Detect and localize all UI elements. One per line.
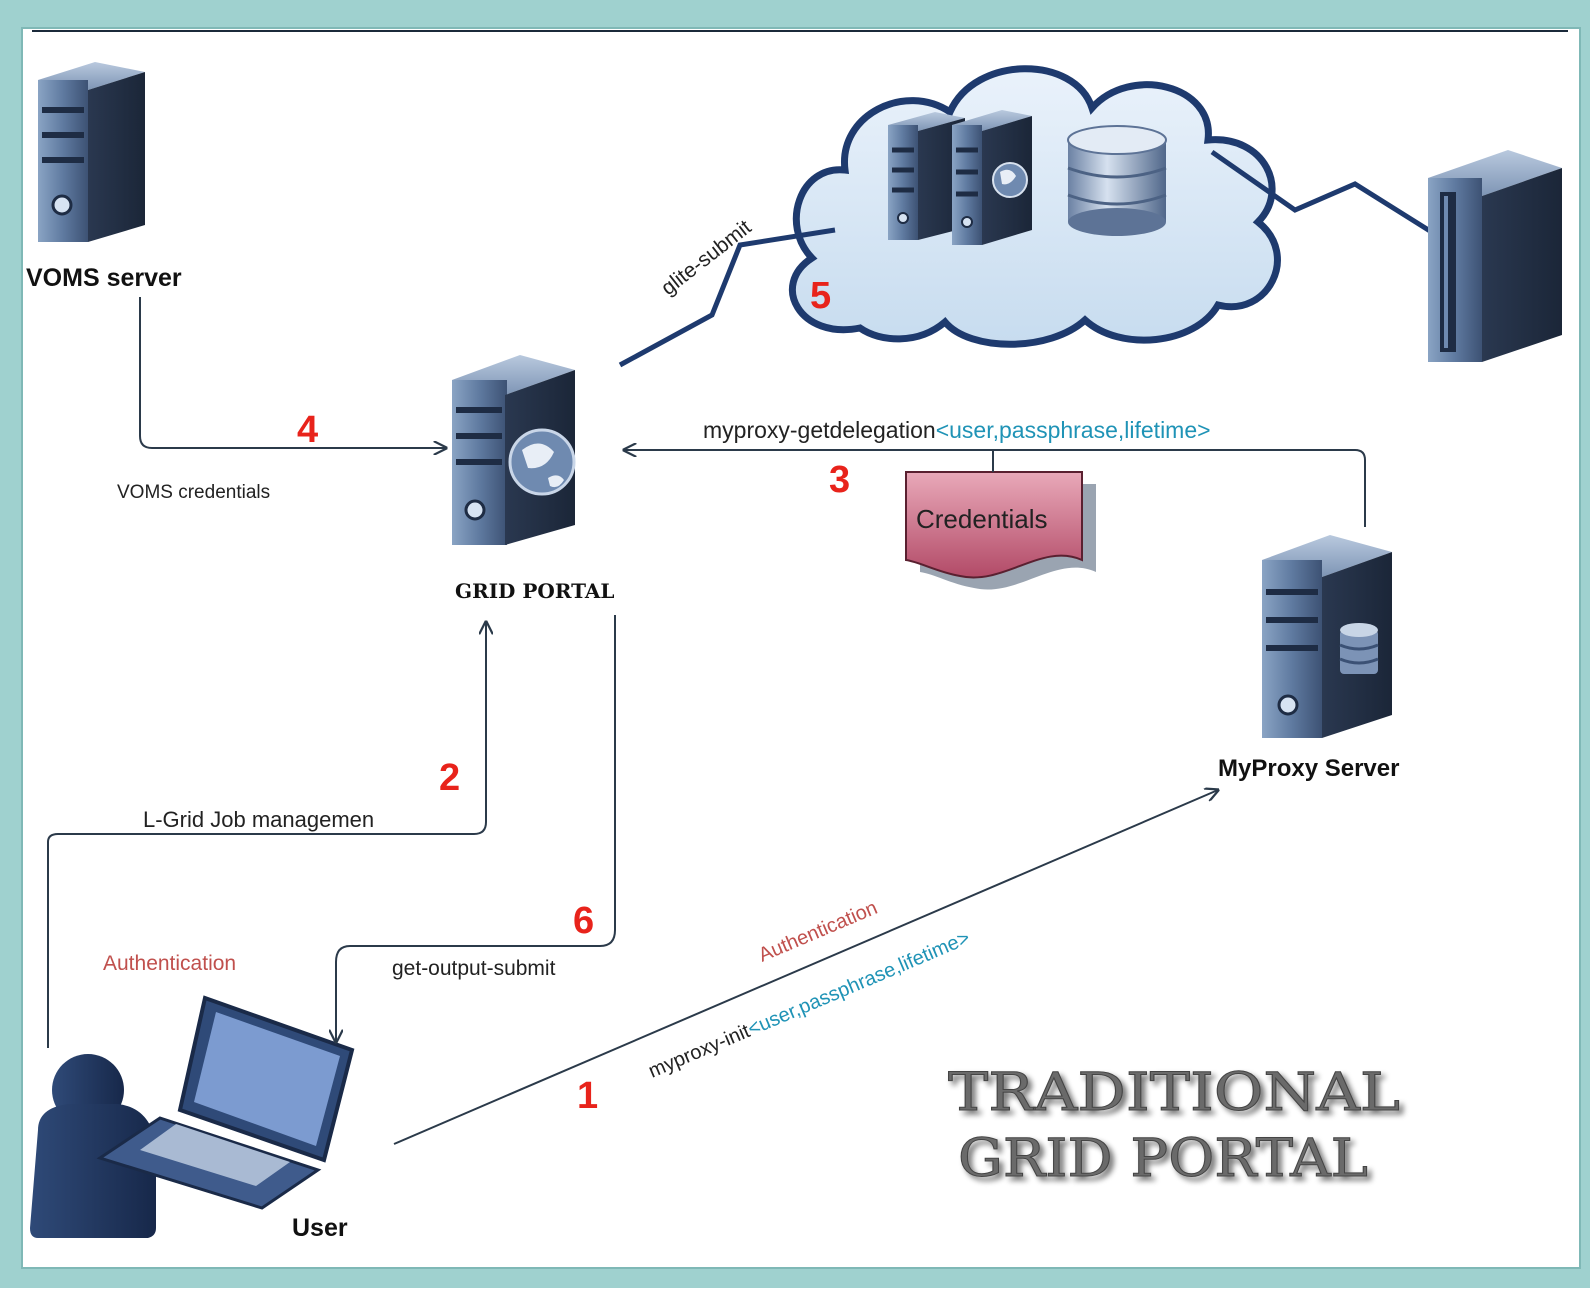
edge-user-to-myproxy xyxy=(393,790,1218,1145)
rack-server-icon xyxy=(1428,150,1562,362)
auth-left-label: Authentication xyxy=(103,952,236,975)
user-figure-icon xyxy=(30,995,355,1238)
edge-getdelegation xyxy=(624,450,1366,527)
voms-server-icon xyxy=(38,62,145,242)
cloud-server-2-icon xyxy=(952,110,1032,245)
getdelegation-command: myproxy-getdelegation xyxy=(703,417,936,443)
get-output-label: get-output-submit xyxy=(392,957,556,980)
grid-portal-server-icon xyxy=(452,355,576,545)
cloud-database-icon xyxy=(1067,125,1167,236)
voms-credentials-label: VOMS credentials xyxy=(117,482,270,503)
edge-voms-to-portal xyxy=(139,297,446,448)
credentials-document xyxy=(905,471,1096,590)
credentials-label: Credentials xyxy=(916,504,1048,534)
title-line-2: GRID PORTAL xyxy=(958,1129,1368,1189)
edge-user-to-portal xyxy=(47,622,486,1048)
job-management-label: L-Grid Job managemen xyxy=(143,807,374,832)
edge-portal-to-user xyxy=(336,615,616,1042)
title-line-1: TRADITIONAL xyxy=(948,1063,1400,1123)
step-number-4: 4 xyxy=(297,409,318,451)
edge-glite-submit xyxy=(618,227,836,368)
getdelegation-params: <user,passphrase,lifetime> xyxy=(936,417,1211,443)
cloud-to-rack-link xyxy=(1210,149,1440,239)
myproxy-server-label: MyProxy Server xyxy=(1218,755,1399,782)
step-number-3: 3 xyxy=(829,459,850,501)
user-label: User xyxy=(292,1214,348,1242)
step-number-1: 1 xyxy=(577,1075,598,1117)
step-number-6: 6 xyxy=(573,900,594,942)
step-number-5: 5 xyxy=(810,275,831,317)
step-number-2: 2 xyxy=(439,757,460,799)
diagram-title: TRADITIONAL GRID PORTAL xyxy=(948,1063,1401,1190)
grid-portal-label: GRID PORTAL xyxy=(455,579,614,603)
getdelegation-label: myproxy-getdelegation<user,passphrase,li… xyxy=(703,417,1211,443)
voms-server-label: VOMS server xyxy=(26,264,182,292)
myproxy-server-icon xyxy=(1262,535,1392,738)
